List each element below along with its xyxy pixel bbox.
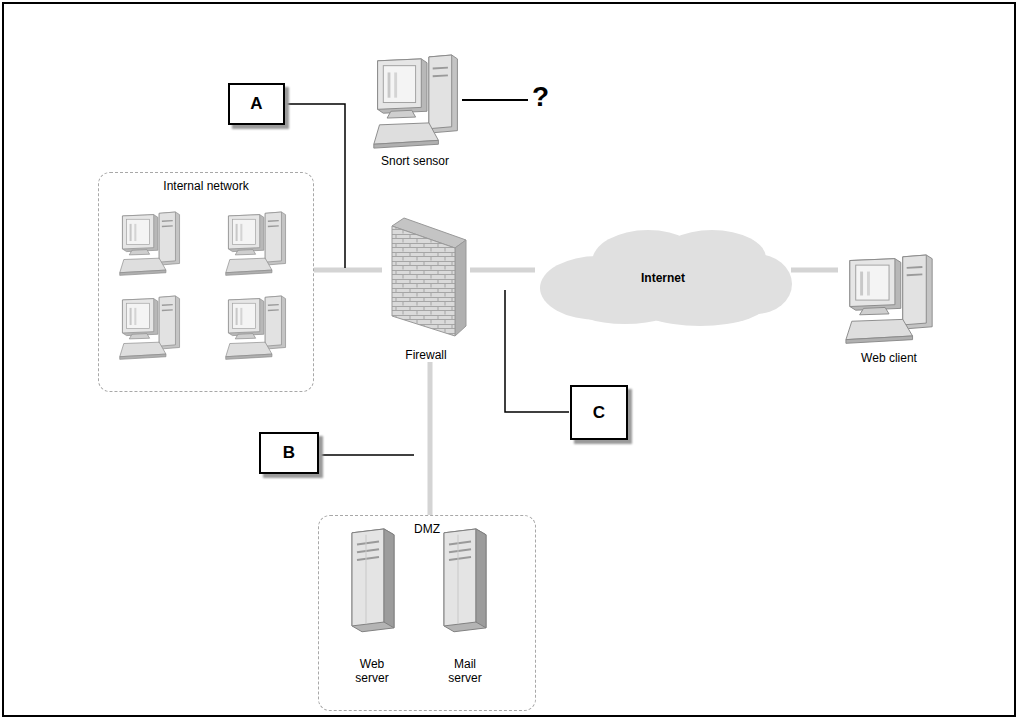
network-wire bbox=[314, 268, 382, 273]
node-label: Mail server bbox=[448, 657, 481, 685]
mail-server-tower bbox=[444, 529, 486, 632]
network-region: Internal network bbox=[98, 172, 314, 392]
internal-computer bbox=[226, 296, 286, 359]
server-icon: Mail server bbox=[431, 525, 499, 685]
callout-box: C bbox=[570, 385, 628, 440]
callout-box: B bbox=[259, 432, 319, 474]
client-icon: Web client bbox=[838, 250, 940, 365]
dmz-region: DMZ Web server Mail server bbox=[318, 515, 536, 711]
internal-computer bbox=[226, 212, 286, 275]
snort-sensor-computer bbox=[374, 55, 458, 148]
unknown-mark: ? bbox=[532, 82, 549, 112]
node-label: Internet bbox=[641, 271, 685, 285]
internet-cloud bbox=[540, 230, 792, 326]
node-label: DMZ bbox=[414, 522, 440, 536]
firewall-wall bbox=[392, 218, 466, 336]
network-wire bbox=[470, 268, 535, 273]
server-icon: Web server bbox=[339, 525, 405, 685]
node-label: Snort sensor bbox=[381, 154, 449, 168]
frame bbox=[3, 3, 1015, 716]
leader-line bbox=[319, 454, 414, 456]
leader-line bbox=[286, 104, 345, 268]
node-label: Web server bbox=[355, 657, 388, 685]
node-label: Firewall bbox=[405, 348, 446, 362]
node-label: B bbox=[283, 443, 295, 463]
node-label: Internal network bbox=[163, 179, 248, 193]
node-label: A bbox=[250, 94, 262, 114]
node-label: C bbox=[593, 403, 605, 423]
sensor-link-line bbox=[462, 99, 528, 101]
internal-computer bbox=[120, 212, 180, 275]
web-client-computer bbox=[846, 255, 932, 343]
network-wire bbox=[791, 268, 838, 273]
internet-cloud-node: Internet bbox=[535, 228, 791, 328]
firewall-icon: Firewall bbox=[382, 216, 470, 362]
network-wire bbox=[428, 362, 433, 515]
web-server-tower bbox=[352, 529, 394, 632]
sensor-icon: Snort sensor bbox=[365, 50, 465, 168]
callout-box: A bbox=[228, 83, 285, 125]
node-label: Web client bbox=[861, 351, 917, 365]
internal-computer bbox=[120, 296, 180, 359]
leader-line bbox=[505, 290, 569, 412]
